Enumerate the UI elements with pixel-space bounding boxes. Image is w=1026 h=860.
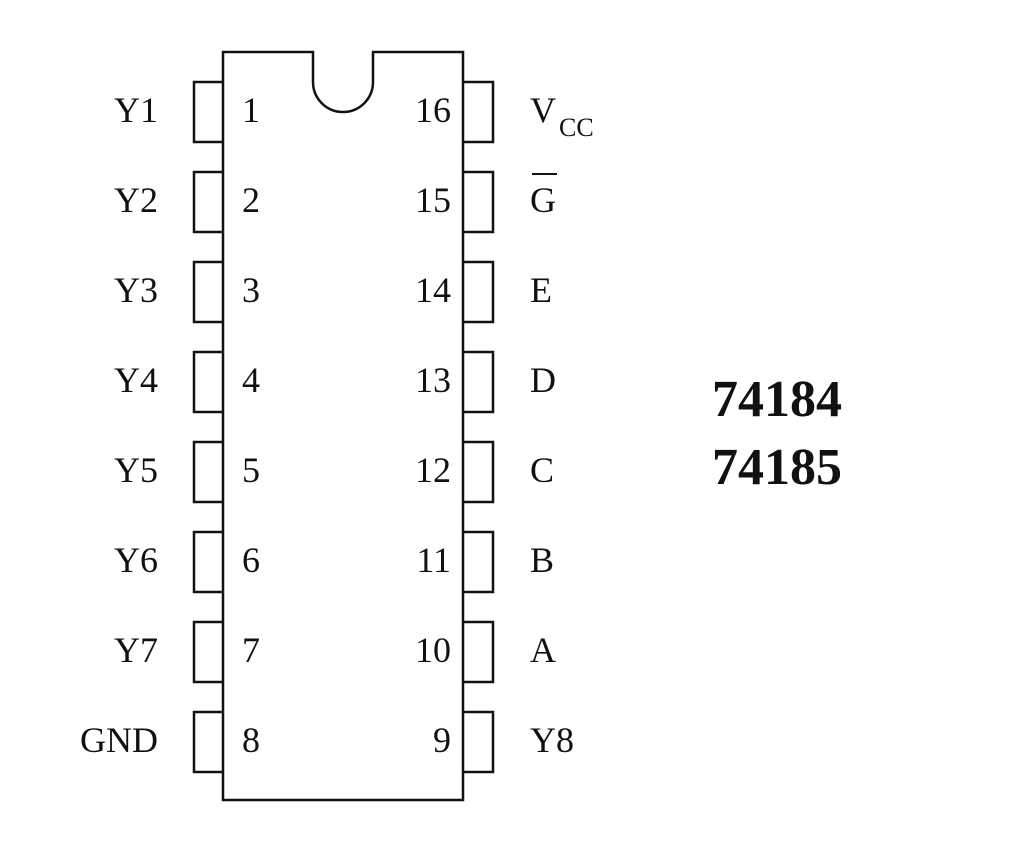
pin-name-4: Y4	[114, 360, 158, 400]
pin-number-5: 5	[242, 450, 260, 490]
pin-number-12: 12	[415, 450, 451, 490]
pin-number-4: 4	[242, 360, 260, 400]
pin-name-1: Y1	[114, 90, 158, 130]
pin-lead-3	[192, 260, 223, 324]
pin-name-13: D	[530, 360, 556, 400]
pin-lead-12	[463, 440, 495, 504]
pin-lead-2	[192, 170, 223, 234]
pin-name-5: Y5	[114, 450, 158, 490]
pin-lead-6	[192, 530, 223, 594]
pin-lead-11	[463, 530, 495, 594]
pin-name-3: Y3	[114, 270, 158, 310]
pin-number-3: 3	[242, 270, 260, 310]
pin-lead-8	[192, 710, 223, 774]
pin-number-16: 16	[415, 90, 451, 130]
pin-lead-14	[463, 260, 495, 324]
pin-name-subscript-16: CC	[559, 113, 594, 142]
pin-number-9: 9	[433, 720, 451, 760]
pin-number-11: 11	[416, 540, 451, 580]
pin-name-10: A	[530, 630, 556, 670]
pin-name-9: Y8	[530, 720, 574, 760]
pin-name-11: B	[530, 540, 554, 580]
pin-number-7: 7	[242, 630, 260, 670]
pin-lead-15	[463, 170, 495, 234]
pin-number-8: 8	[242, 720, 260, 760]
pin-number-15: 15	[415, 180, 451, 220]
pin-number-14: 14	[415, 270, 451, 310]
pin-number-6: 6	[242, 540, 260, 580]
pin-name-2: Y2	[114, 180, 158, 220]
pin-lead-9	[463, 710, 495, 774]
pin-number-1: 1	[242, 90, 260, 130]
chip-body	[221, 50, 465, 802]
pin-lead-10	[463, 620, 495, 684]
pin-number-10: 10	[415, 630, 451, 670]
part-number-1: 74184	[712, 371, 842, 428]
pin-name-15: G	[530, 180, 556, 220]
pin-lead-13	[463, 350, 495, 414]
pin-name-14: E	[530, 270, 552, 310]
pin-name-7: Y7	[114, 630, 158, 670]
pin-lead-5	[192, 440, 223, 504]
pin-lead-7	[192, 620, 223, 684]
pin-name-8: GND	[80, 720, 158, 760]
pin-name-12: C	[530, 450, 554, 490]
pin-name-16: V	[530, 90, 556, 130]
pin-number-2: 2	[242, 180, 260, 220]
pin-lead-4	[192, 350, 223, 414]
chip-outline	[221, 50, 465, 802]
pin-name-6: Y6	[114, 540, 158, 580]
pin-lead-1	[192, 80, 223, 144]
part-number-2: 74185	[712, 439, 842, 496]
pin-lead-16	[463, 80, 495, 144]
pin-number-13: 13	[415, 360, 451, 400]
